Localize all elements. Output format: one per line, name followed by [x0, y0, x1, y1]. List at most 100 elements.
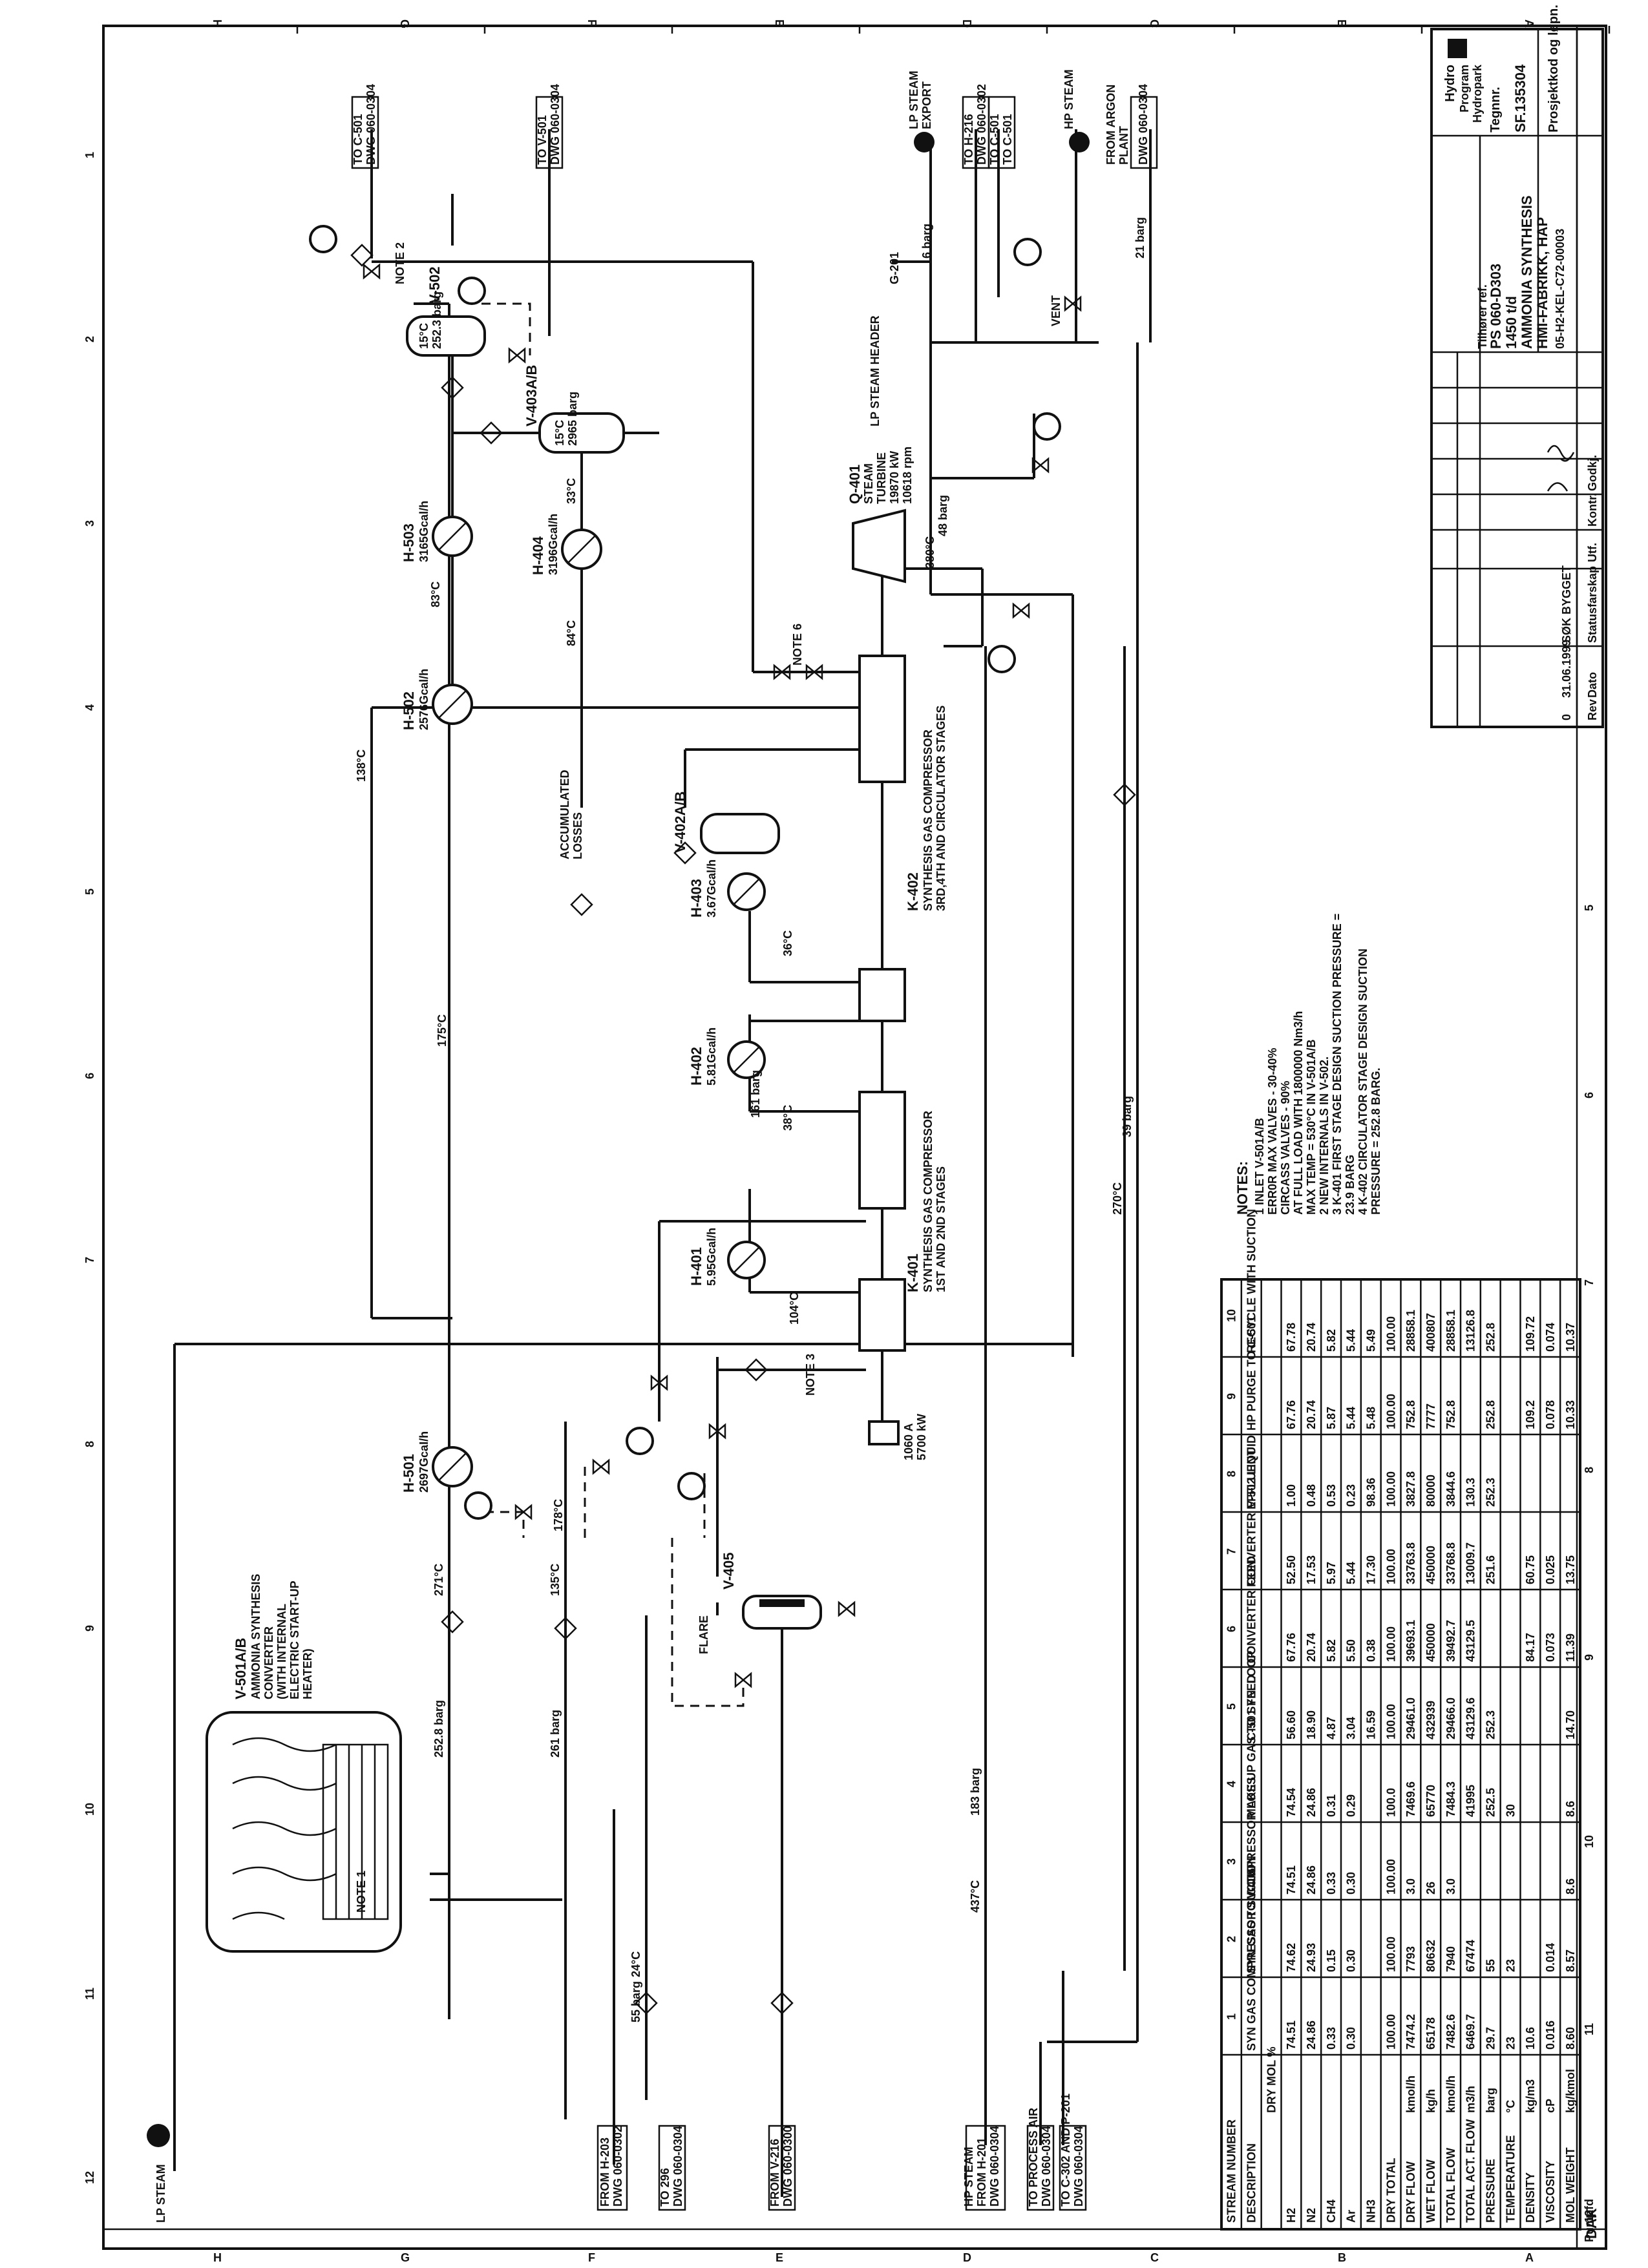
- h402-tag: H-402: [688, 1047, 704, 1086]
- stream-value: 4.87: [1325, 1717, 1338, 1739]
- conn-to-h216: TO H-216: [962, 114, 975, 165]
- stream-number-marker: [673, 841, 697, 865]
- stream-value: 13126.8: [1464, 1310, 1477, 1352]
- stream-description: CONVERTER EFFLUENT: [1245, 1449, 1258, 1586]
- instrument-pc-h501: [626, 1427, 654, 1455]
- valve-icon: [592, 1458, 610, 1475]
- valve-icon: [838, 1601, 856, 1617]
- stream-number: 2: [1225, 1936, 1238, 1942]
- table-unit-label: cP: [1544, 2099, 1557, 2113]
- instrument-lc-h501: [464, 1491, 492, 1520]
- conn-dwg-i: DWG 060-0304: [1040, 2126, 1053, 2207]
- conn-hp-steam: HP STEAM: [1062, 69, 1075, 129]
- stream-value: 7777: [1424, 1403, 1437, 1429]
- rev-number: 0: [1560, 714, 1573, 720]
- stream-value: 3.0: [1444, 1878, 1457, 1895]
- stream-value: 23: [1504, 1959, 1517, 1972]
- k401-desc-1: SYNTHESIS GAS COMPRESSOR: [922, 1111, 935, 1292]
- stream-value: 0.30: [1345, 1949, 1358, 1972]
- rev-header-checked: Kontr.: [1586, 493, 1599, 527]
- motor-desc-2: 5700 kW: [915, 1414, 928, 1460]
- stream-value: 752.8: [1404, 1400, 1417, 1429]
- conn-dwg-a: DWG 060-0304: [364, 84, 377, 165]
- stream-value: 67474: [1464, 1940, 1477, 1972]
- note-line: ERR0R MAX VALVES - 30-40%: [1266, 1048, 1279, 1215]
- zone-number-left: 7: [83, 1257, 96, 1263]
- table-row-label: N2: [1305, 2208, 1318, 2223]
- stream-value: 20.74: [1305, 1323, 1318, 1352]
- note2-label: NOTE 2: [394, 242, 407, 284]
- stream-value: 0.48: [1305, 1484, 1318, 1507]
- stream-value: 5.44: [1345, 1329, 1358, 1352]
- company-sub2: Hydropark: [1471, 64, 1484, 123]
- stream-value: 13009.7: [1464, 1542, 1477, 1584]
- k402-stage-a: [858, 655, 906, 783]
- stream-value: 7940: [1444, 1946, 1457, 1972]
- stream-value: 8.57: [1564, 1949, 1577, 1972]
- note-line: 1 INLET V-501A/B: [1253, 1118, 1266, 1215]
- conn-dwg-h: DWG 060-0304: [988, 2126, 1001, 2207]
- stream-value: 0.074: [1544, 1323, 1557, 1352]
- stream-value: 100.00: [1384, 1937, 1397, 1972]
- stream-value: 8.6: [1564, 1801, 1577, 1817]
- notes-block: NOTES: 1 INLET V-501A/B ERR0R MAX VALVES…: [1234, 914, 1382, 1215]
- conn-to-process-air: TO PROCESS AIR: [1027, 2108, 1040, 2207]
- h502-duty: 2576Gcal/h: [417, 669, 430, 730]
- zone-number-left: 4: [83, 704, 96, 711]
- reference-code: 05-H2-KEL-C72-00003: [1554, 229, 1567, 349]
- t-271: 271°C: [432, 1564, 445, 1596]
- conn-to-296: TO 296: [659, 2168, 671, 2207]
- stream-value: 251.6: [1484, 1555, 1497, 1584]
- stream-value: 8.60: [1564, 2027, 1577, 2050]
- k401-stage-b: [858, 1278, 906, 1352]
- stream-number: 4: [1225, 1781, 1238, 1787]
- table-footer-number: 11: [1583, 2023, 1596, 2035]
- project-code-label: Prosjektkod og løpn.: [1547, 5, 1561, 132]
- stream-value: 29466.0: [1444, 1697, 1457, 1739]
- h403-duty: 3.67Gcal/h: [705, 859, 718, 918]
- stream-value: 29.7: [1484, 2027, 1497, 2050]
- table-footer-number: 8: [1583, 1467, 1596, 1473]
- stream-value: 0.33: [1325, 2027, 1338, 2050]
- table-row-label: STREAM NUMBER: [1225, 2119, 1238, 2223]
- stream-description: V-502 LIQUID: [1245, 1435, 1258, 1508]
- stream-value: 5.49: [1364, 1329, 1377, 1352]
- table-row-label: DRY FLOW: [1404, 2161, 1417, 2223]
- stream-value: 24.93: [1305, 1943, 1318, 1972]
- stream-value: 100.00: [1384, 1316, 1397, 1352]
- stream-value: 52.50: [1285, 1555, 1298, 1584]
- zone-number-left: 6: [83, 1073, 96, 1079]
- zone-letter-bottom: F: [588, 2251, 595, 2264]
- stream-value: 0.29: [1345, 1794, 1358, 1817]
- stream-value: 67.78: [1285, 1323, 1298, 1352]
- vessel-v402: [700, 813, 780, 854]
- table-unit-label: kmol/h: [1404, 2075, 1417, 2113]
- conn-to-c302: TO C-302 AND P-201: [1059, 2094, 1072, 2207]
- k401-stage-a: [858, 1091, 906, 1210]
- note-line: 23.9 BARG: [1344, 1155, 1357, 1215]
- stream-description: SYN GAS COMPRESSOR SUCTION: [1245, 1856, 1258, 2051]
- conn-lp-steam: LP STEAM: [907, 70, 920, 129]
- p-161barg: 161 barg: [749, 1070, 762, 1118]
- instrument-pc-steam: [1033, 412, 1061, 441]
- zone-letter-top: A: [1523, 19, 1536, 28]
- stream-value: 0.38: [1364, 1639, 1377, 1662]
- stream-value: 0.53: [1325, 1484, 1338, 1507]
- valve-icon: [508, 347, 526, 364]
- stream-value: 252.8: [1484, 1323, 1497, 1352]
- table-row-label: DENSITY: [1524, 2172, 1537, 2223]
- signature: [1547, 445, 1575, 492]
- stream-value: 65770: [1424, 1785, 1437, 1817]
- valve-icon: [708, 1423, 726, 1440]
- title-block: Hydro Program Hydropark Tegnnr. SF.13530…: [1430, 5, 1604, 728]
- zone-letter-bottom: G: [401, 2251, 410, 2264]
- table-row-label: DESCRIPTION: [1245, 2143, 1258, 2223]
- zone-letter-top: H: [211, 19, 224, 28]
- vent-label: VENT: [1050, 295, 1062, 326]
- instrument-pc-top: [309, 225, 337, 253]
- rev-header-date: Dato: [1586, 672, 1599, 698]
- stream-value: 67.76: [1285, 1400, 1298, 1429]
- stream-value: 3.04: [1345, 1717, 1358, 1739]
- stream-description: SYN GAS TO V-405: [1245, 1868, 1258, 1973]
